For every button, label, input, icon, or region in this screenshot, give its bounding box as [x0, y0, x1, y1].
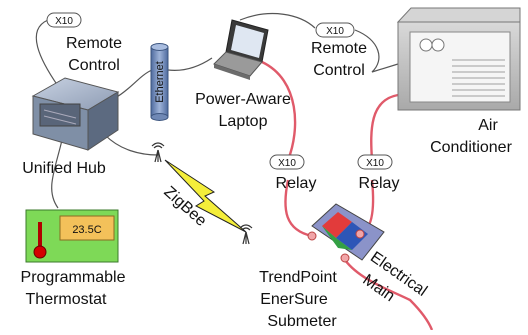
unified-hub-icon — [31, 77, 120, 151]
submeter-icon — [307, 203, 385, 263]
air-conditioner-icon — [396, 7, 521, 111]
power-electrical-main — [344, 259, 434, 331]
wire-hub-thermostat — [51, 139, 63, 209]
power-wires — [261, 60, 434, 331]
thermostat-label-line2: Thermostat — [26, 291, 107, 308]
remote-control-right: X10 Remote Control — [311, 22, 367, 79]
x10-tag-relay-left — [269, 154, 305, 170]
laptop-label: Power-Aware Laptop — [195, 91, 291, 130]
zigbee-link: ZigBee — [151, 142, 253, 245]
thermostat-display: 23.5C — [72, 224, 101, 236]
air-conditioner-label-line2: Conditioner — [430, 139, 513, 156]
x10-tag-right-remote — [315, 22, 355, 38]
wire-remote-ac — [354, 29, 399, 73]
power-relay-submeter — [284, 179, 313, 238]
antenna-icon — [239, 224, 253, 245]
air-conditioner-label-line1: Air — [478, 117, 498, 134]
thermostat-label-line1: Programmable — [21, 269, 126, 286]
signal-wires — [35, 13, 399, 209]
power-ac-relay — [370, 93, 399, 161]
wire-hub-remote — [35, 19, 59, 87]
remote-control-label-line2: Control — [68, 57, 120, 74]
laptop-label-line1: Power-Aware — [195, 91, 291, 108]
submeter-label-line2: EnerSure — [260, 291, 328, 308]
thermostat-icon: 23.5C — [25, 209, 119, 263]
remote-control-left: X10 Remote Control — [46, 12, 122, 74]
ethernet-cylinder: Ethernet — [150, 43, 169, 121]
ethernet-label: Ethernet — [154, 61, 166, 103]
wire-hub-ethernet — [114, 69, 153, 99]
relay-left: X10 Relay — [269, 154, 317, 192]
x10-tag-text: X10 — [278, 158, 296, 169]
air-conditioner-label: Air Conditioner — [430, 117, 513, 156]
submeter-label-line3: Submeter — [267, 313, 337, 330]
submeter-label-line1: TrendPoint — [259, 269, 337, 286]
submeter-label: TrendPoint EnerSure Submeter — [259, 269, 337, 330]
x10-tag-text: X10 — [326, 26, 344, 37]
x10-tag-text: X10 — [55, 16, 73, 27]
power-laptop-relay — [261, 60, 297, 161]
antenna-icon — [151, 142, 165, 163]
relay-right: X10 Relay — [357, 154, 400, 192]
x10-tag-text: X10 — [366, 158, 384, 169]
relay-right-label: Relay — [359, 175, 400, 192]
remote-control-right-line2: Control — [313, 62, 365, 79]
wire-laptop-remote — [239, 13, 316, 29]
electrical-main-label: Electrical Main — [359, 249, 430, 305]
thermostat-label: Programmable Thermostat — [21, 269, 126, 308]
laptop-label-line2: Laptop — [219, 113, 268, 130]
relay-left-label: Relay — [276, 175, 317, 192]
wire-hub-antenna — [104, 134, 159, 156]
laptop-icon — [213, 19, 269, 80]
x10-tag-left-remote — [46, 12, 82, 28]
remote-control-label-line1: Remote — [66, 35, 122, 52]
x10-tag-relay-right — [357, 154, 393, 170]
unified-hub-label: Unified Hub — [22, 160, 106, 177]
wire-ethernet-laptop — [167, 57, 213, 71]
remote-control-right-line1: Remote — [311, 40, 367, 57]
